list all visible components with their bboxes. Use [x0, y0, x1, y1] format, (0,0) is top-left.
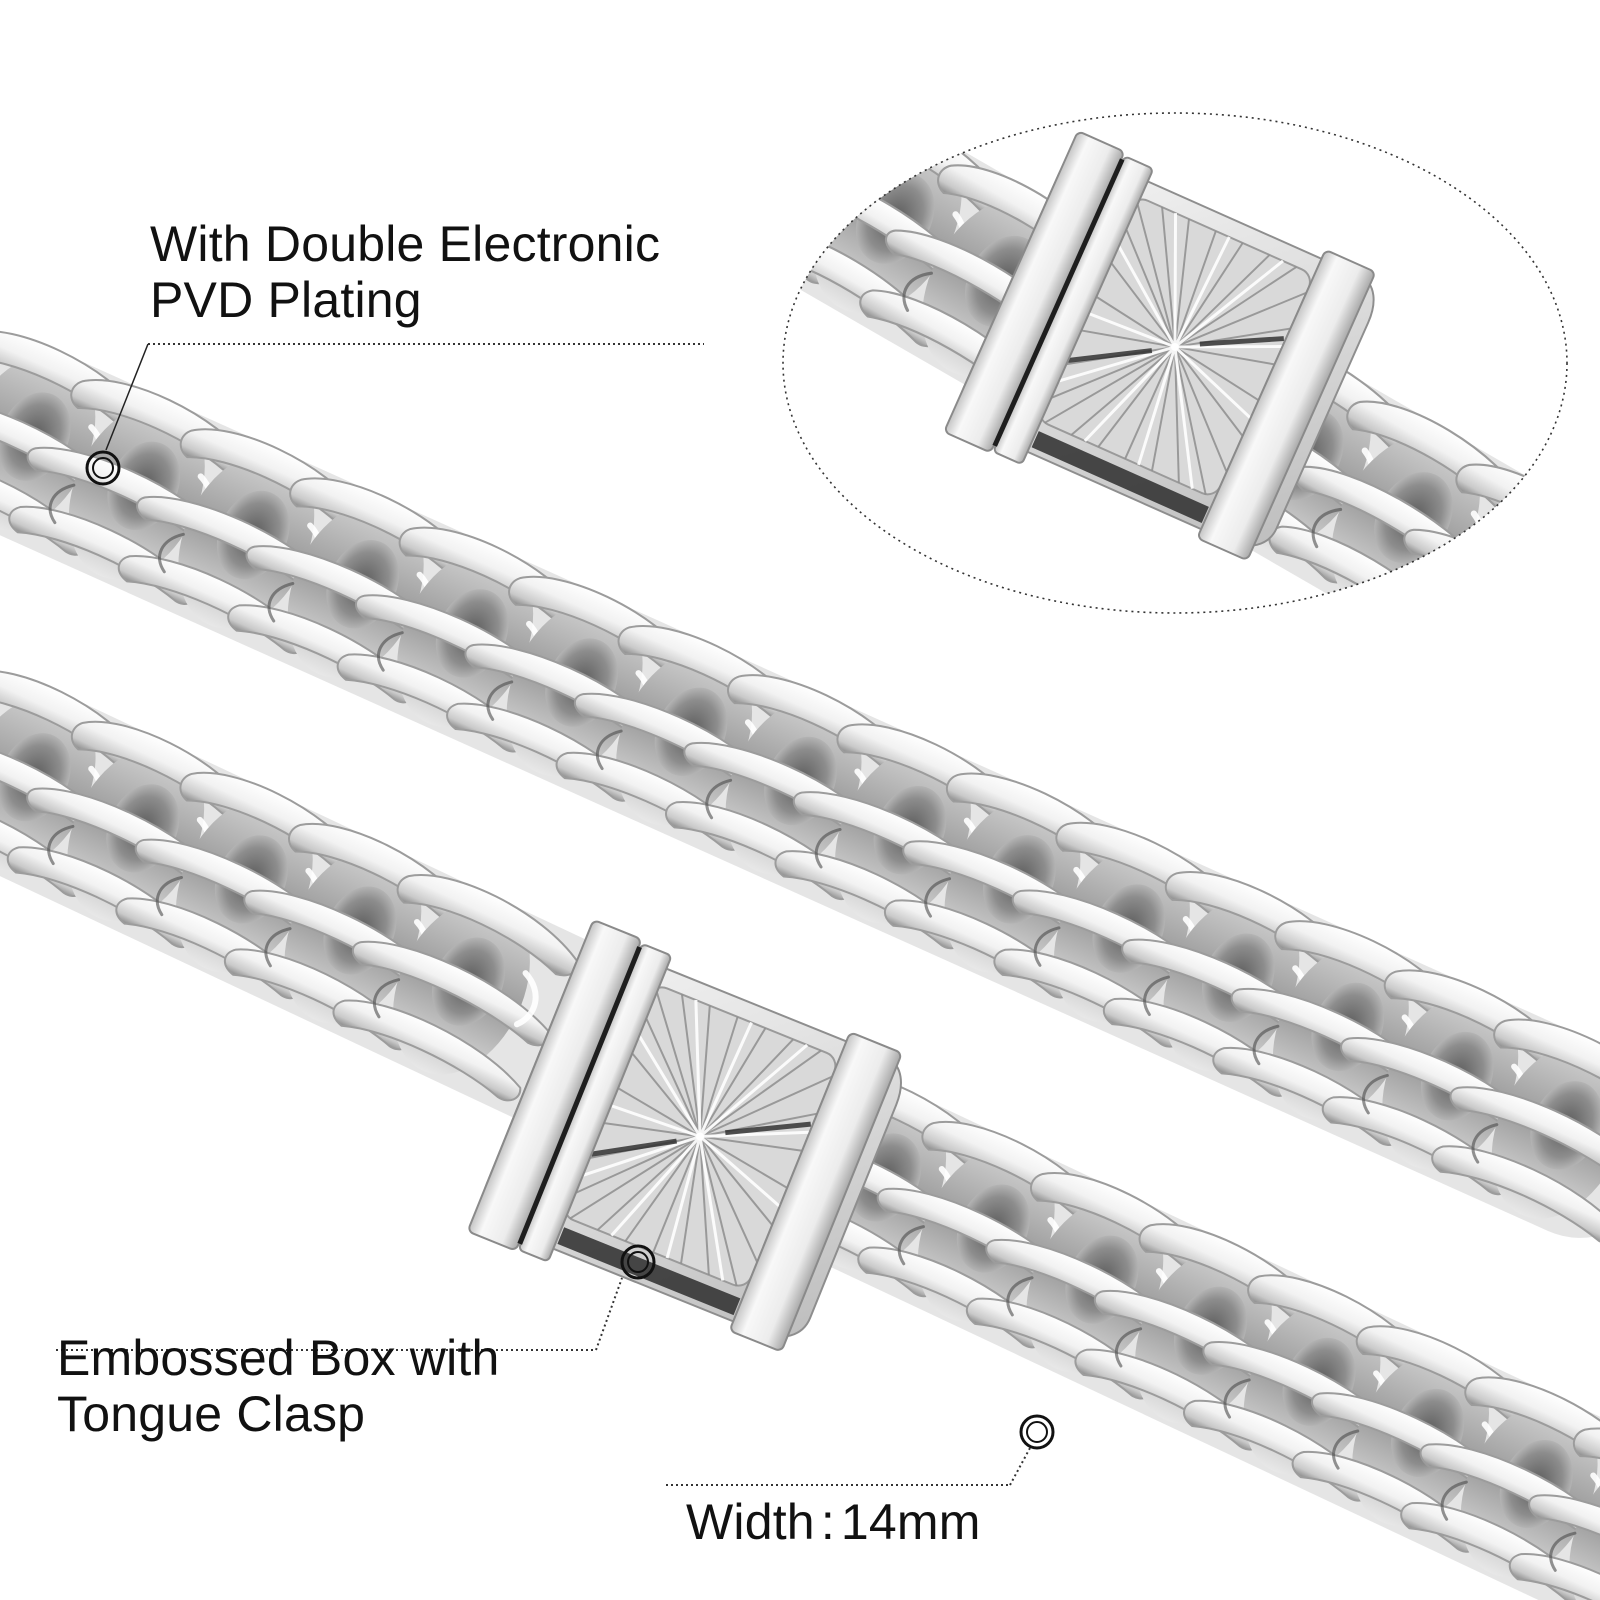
width-value: 14mm — [840, 1494, 981, 1550]
callout-plating-leader — [85, 343, 704, 486]
callout-plating-line-2: PVD Plating — [150, 272, 422, 328]
callout-clasp-line-1: Embossed Box with — [57, 1330, 500, 1386]
callout-clasp-leader — [56, 1244, 656, 1351]
upper-chain — [0, 307, 1600, 1264]
width-label: Width — [686, 1494, 815, 1550]
inset-closeup — [782, 112, 1568, 614]
ring-marker-icon — [1021, 1416, 1053, 1448]
callout-plating-line-1: With Double Electronic — [150, 216, 661, 272]
sunburst-icon — [600, 1010, 800, 1260]
width-separator: : — [820, 1494, 835, 1550]
callout-clasp-line-2: Tongue Clasp — [57, 1386, 366, 1442]
callout-clasp-label: Embossed Box with Tongue Clasp — [57, 1330, 500, 1442]
ring-marker-icon — [87, 452, 119, 484]
callout-plating-label: With Double Electronic PVD Plating — [150, 216, 660, 328]
callout-width-label: Width:14mm — [686, 1494, 981, 1550]
callout-width-leader — [666, 1414, 1055, 1486]
